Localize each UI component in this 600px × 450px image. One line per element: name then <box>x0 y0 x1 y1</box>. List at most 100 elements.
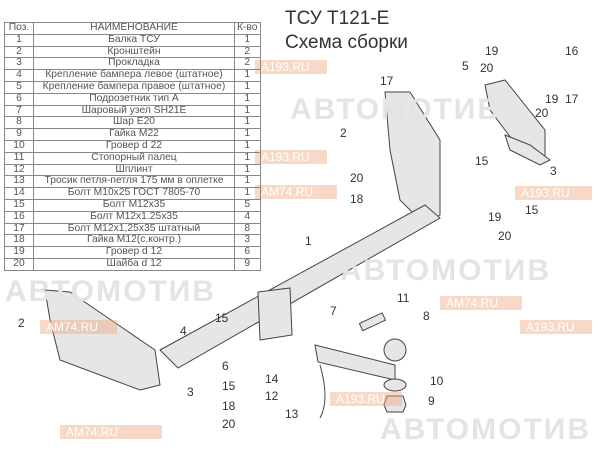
cell-qty: 1 <box>234 163 261 177</box>
cell-name: Гровер d 22 <box>33 139 235 153</box>
cell-name: Крепление бампера левое (штатное) <box>33 69 235 82</box>
cell-qty: 1 <box>234 104 261 118</box>
callout-label: 1 <box>305 234 312 248</box>
cell-qty: 1 <box>234 151 261 165</box>
callout-label: 18 <box>222 399 236 413</box>
callout-label: 3 <box>187 385 194 399</box>
cell-pos: 19 <box>4 246 34 259</box>
tow-ball <box>383 338 407 362</box>
cell-pos: 3 <box>4 57 34 71</box>
callout-label: 17 <box>380 74 394 88</box>
callout-label: 6 <box>222 359 229 373</box>
cell-name: Болт М12х1.25х35 <box>33 210 235 224</box>
cell-pos: 2 <box>4 45 34 59</box>
watermark-site: AM74.RU <box>440 296 522 310</box>
callout-label: 19 <box>545 92 559 106</box>
beam <box>159 204 441 369</box>
lock-pin <box>358 312 387 332</box>
cell-name: Стопорный палец <box>33 151 235 165</box>
watermark-site: A193.RU <box>515 186 592 200</box>
cell-qty: 2 <box>234 57 261 71</box>
callout-label: 9 <box>428 394 435 408</box>
cell-pos: 5 <box>4 80 34 94</box>
cell-pos: 13 <box>4 175 34 189</box>
watermark-site: AM74.RU <box>60 425 162 439</box>
cell-name: Болт М12х35 <box>33 198 235 212</box>
cell-name: Гровер d 12 <box>33 246 235 259</box>
washer-10 <box>383 378 407 392</box>
callout-label: 8 <box>423 309 430 323</box>
callout-label: 2 <box>18 316 25 330</box>
callout-label: 15 <box>215 311 229 325</box>
cell-name: Гайка М22 <box>33 128 235 141</box>
bracket-left <box>44 289 161 391</box>
callout-label: 20 <box>498 229 512 243</box>
cell-qty: 1 <box>234 139 261 153</box>
watermark-site: A193.RU <box>255 150 327 164</box>
shim-right <box>504 134 551 166</box>
callout-label: 19 <box>488 210 502 224</box>
cell-pos: 7 <box>4 104 34 118</box>
callout-label: 11 <box>397 291 410 305</box>
callout-label: 20 <box>350 171 364 185</box>
callout-label: 18 <box>350 192 364 206</box>
cell-pos: 20 <box>4 257 34 271</box>
watermark-brand: АВТОМОТИВ <box>5 275 216 308</box>
cell-qty: 1 <box>234 69 261 82</box>
cell-qty: 5 <box>234 198 261 212</box>
cell-qty: 1 <box>234 128 261 141</box>
cell-name: Шаровый узел SH21E <box>33 104 235 118</box>
cell-qty: 2 <box>234 45 261 59</box>
cell-qty: 6 <box>234 246 261 259</box>
cell-qty: 1 <box>234 116 261 130</box>
cell-name: Кронштейн <box>33 45 235 59</box>
callout-label: 7 <box>330 304 337 318</box>
watermark-brand: АВТОМОТИВ <box>380 413 591 446</box>
cell-name: Балка ТСУ <box>33 33 235 47</box>
cell-name: Гайка М12(с.контр.) <box>33 234 235 248</box>
cell-pos: 4 <box>4 69 34 82</box>
diagram-title: ТСУ Т121-Е <box>285 8 390 29</box>
cell-name: Болт М12х1,25х35 штатный <box>33 222 235 236</box>
cell-pos: 18 <box>4 234 34 248</box>
cell-pos: 14 <box>4 187 34 200</box>
callout-label: 12 <box>265 389 279 403</box>
cell-pos: 15 <box>4 198 34 212</box>
ball-mount <box>314 344 396 381</box>
cell-pos: 6 <box>4 92 34 106</box>
callout-label: 15 <box>525 203 539 217</box>
watermark-site: A193.RU <box>255 60 327 74</box>
cell-name: Шплинт <box>33 163 235 177</box>
watermark-site: AM74.RU <box>40 320 117 334</box>
cell-qty: 1 <box>234 187 261 200</box>
cell-name: Шайба d 12 <box>33 257 235 271</box>
cell-pos: 10 <box>4 139 34 153</box>
cell-name: Крепление бампера правое (штатное) <box>33 80 235 94</box>
cell-qty: 1 <box>234 80 261 94</box>
cell-pos: 12 <box>4 163 34 177</box>
callout-label: 15 <box>475 154 489 168</box>
callout-label: 20 <box>480 61 494 75</box>
callout-label: 16 <box>565 44 579 58</box>
callout-label: 5 <box>462 59 469 73</box>
callout-label: 19 <box>485 44 499 58</box>
col-pos: Поз. <box>4 22 34 35</box>
diagram-subtitle: Схема сборки <box>285 32 408 53</box>
cell-qty: 1 <box>234 92 261 106</box>
